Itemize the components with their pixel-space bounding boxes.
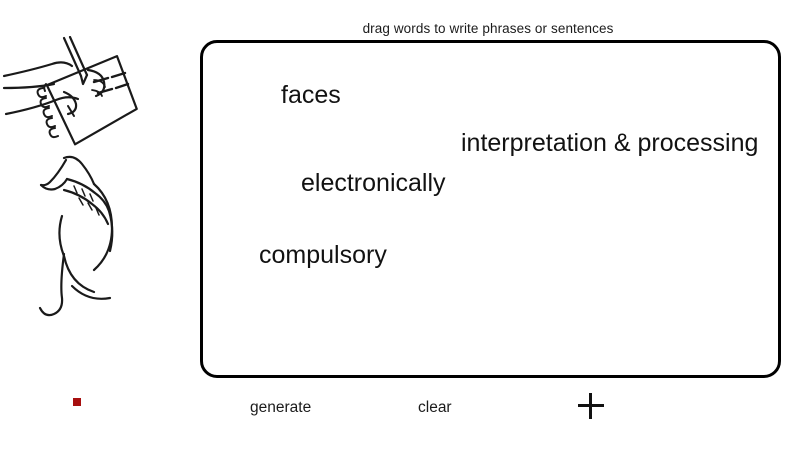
clear-button[interactable]: clear [418, 399, 452, 416]
red-dot-marker [73, 398, 81, 406]
generate-button[interactable]: generate [250, 399, 312, 416]
plus-icon[interactable] [578, 393, 604, 419]
illustration-panel [0, 35, 175, 406]
hand-writing-on-notepad-sketch [2, 35, 147, 166]
word-tile[interactable]: interpretation & processing [461, 129, 759, 157]
word-canvas[interactable]: faces interpretation & processing electr… [200, 40, 781, 378]
abstract-figure-sketch [34, 154, 144, 334]
word-tile[interactable]: faces [281, 81, 341, 109]
toolbar: generate clear [200, 392, 781, 426]
instruction-text: drag words to write phrases or sentences [362, 21, 614, 36]
word-tile[interactable]: electronically [301, 169, 446, 197]
word-tile[interactable]: compulsory [259, 241, 387, 269]
